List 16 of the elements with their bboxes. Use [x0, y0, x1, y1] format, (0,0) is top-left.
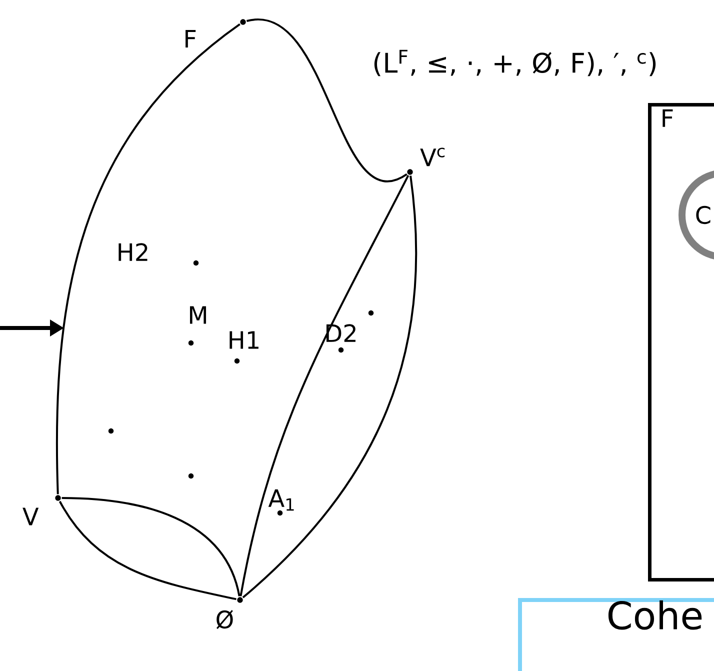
node-label: V$^{c}$ — [420, 148, 445, 166]
point-label: H1 — [230, 331, 258, 349]
structure-tuple: (L$^{F}$, ≤, ·, +, Ø, F), ′, $^{c}$) — [374, 50, 656, 76]
vertex-point: F — [186, 19, 246, 48]
vertex-point: Ø — [216, 597, 243, 630]
heading-box: Cohe — [518, 598, 714, 671]
point-label: H2 — [118, 243, 148, 261]
curve-line — [56, 23, 240, 494]
node-label: Ø — [216, 610, 233, 630]
curve-line — [246, 19, 408, 182]
vertex-point: V — [22, 495, 61, 526]
node-label: F — [186, 30, 196, 48]
node-label: V — [22, 508, 39, 526]
point-label: M — [190, 306, 206, 324]
point-label: A$_{1}$ — [268, 489, 294, 511]
vertex-point: V$^{c}$ — [407, 148, 445, 175]
